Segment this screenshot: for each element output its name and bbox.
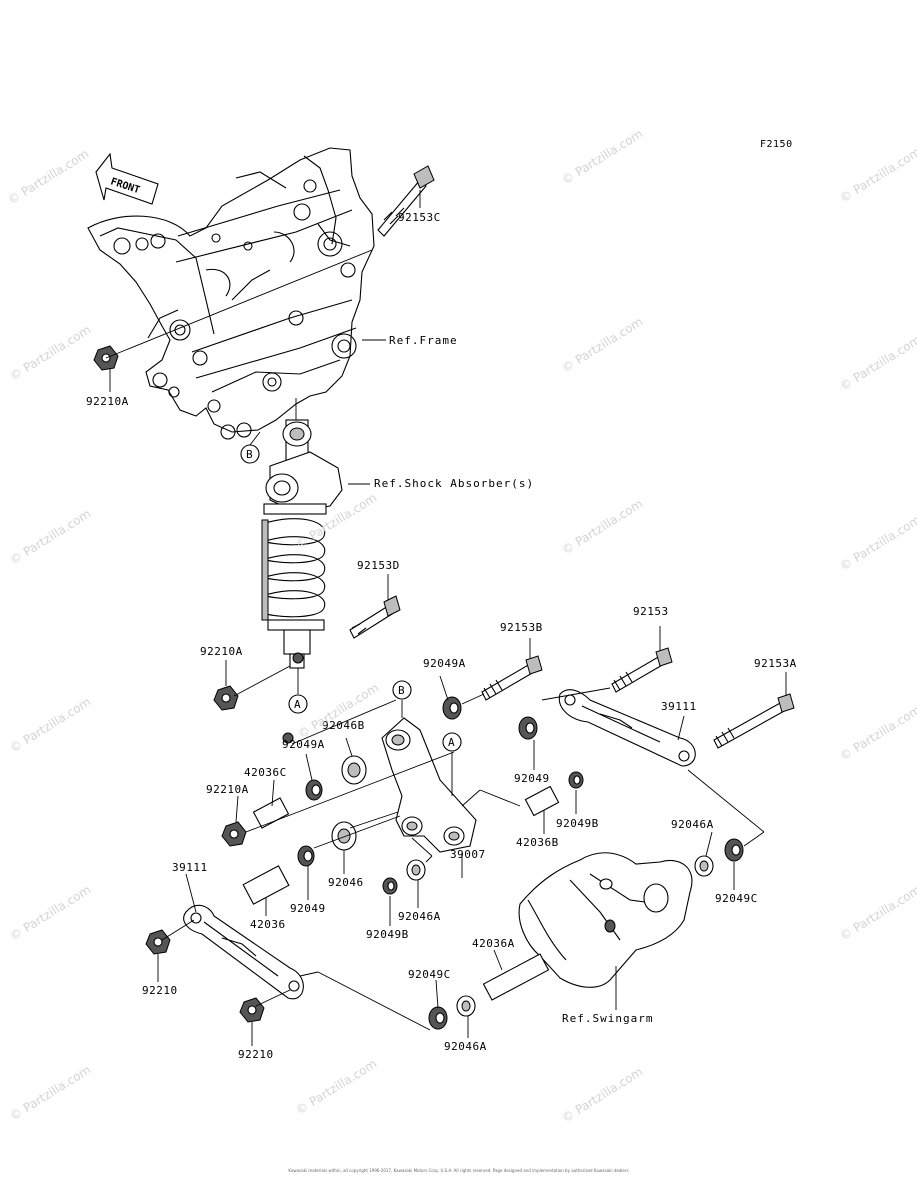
nut-92210-upper: [145, 929, 171, 955]
bushing-92046B: [341, 755, 367, 785]
tie-rod-39111-right: [558, 689, 696, 767]
callout-a-shock-text: A: [294, 698, 301, 711]
part-label-92049-left: 92049: [290, 902, 326, 915]
washer-92049C-low: [428, 1006, 448, 1030]
part-label-42036B: 42036B: [516, 836, 559, 849]
washer-92049-left: [297, 845, 315, 867]
part-label-92046A-low: 92046A: [444, 1040, 487, 1053]
part-label-92046A-mid: 92046A: [398, 910, 441, 923]
bushing-92046A-right: [694, 855, 714, 877]
nut-92210A-mid: [213, 685, 239, 711]
part-label-92046: 92046: [328, 876, 364, 889]
part-label-92049B-right: 92049B: [556, 817, 599, 830]
nut-92210-lower: [239, 997, 265, 1023]
part-label-92210-upper: 92210: [142, 984, 178, 997]
part-label-92049-right: 92049: [514, 772, 550, 785]
part-label-42036A: 42036A: [472, 937, 515, 950]
collar-42036A: [482, 953, 550, 1001]
washer-92049B-right: [568, 771, 584, 789]
part-label-39007: 39007: [450, 848, 486, 861]
nut-small-top: [282, 732, 294, 744]
callout-b-rocker: B: [392, 680, 412, 700]
washer-92049C-right: [724, 838, 744, 862]
washer-92049A-top: [442, 696, 462, 720]
bolt-92153: [611, 647, 673, 693]
bushing-92046A-low: [456, 995, 476, 1017]
part-label-92153B: 92153B: [500, 621, 543, 634]
part-label-39111-left: 39111: [172, 861, 208, 874]
part-label-92210-lower: 92210: [238, 1048, 274, 1061]
part-label-42036C: 42036C: [244, 766, 287, 779]
copyright-footer: Kawasaki materials within, all copyright…: [288, 1168, 629, 1173]
callout-a-rocker-text: A: [448, 736, 455, 749]
callout-b-frame: B: [240, 444, 260, 464]
part-label-92210A-low: 92210A: [206, 783, 249, 796]
part-label-92046B: 92046B: [322, 719, 365, 732]
callout-b-frame-text: B: [246, 448, 253, 461]
frame-section: [87, 147, 375, 440]
washer-92049A-left: [305, 779, 323, 801]
part-label-92153A: 92153A: [754, 657, 797, 670]
ref-swingarm-label: Ref.Swingarm: [562, 1012, 654, 1025]
swingarm-section: [518, 852, 693, 988]
part-label-92049C-right: 92049C: [715, 892, 758, 905]
callout-a-shock: A: [288, 694, 308, 714]
part-label-92153C: 92153C: [398, 211, 441, 224]
nut-92210A-low: [221, 821, 247, 847]
bushing-92046: [331, 821, 357, 851]
callout-b-rocker-text: B: [398, 684, 405, 697]
figure-id: F2150: [760, 139, 793, 150]
washer-92049B-mid: [382, 877, 398, 895]
shock-absorber: [261, 419, 343, 669]
leader-lines: [105, 190, 787, 1046]
ref-frame-label: Ref.Frame: [389, 334, 458, 347]
part-label-92049B-mid: 92049B: [366, 928, 409, 941]
part-label-92049A-left: 92049A: [282, 738, 325, 751]
ref-shock-label: Ref.Shock Absorber(s): [374, 477, 535, 490]
washer-92049-right: [518, 716, 538, 740]
rocker-arm-39007: [381, 717, 477, 853]
part-label-92210A-top: 92210A: [86, 395, 129, 408]
part-label-39111-right: 39111: [661, 700, 697, 713]
bolt-92153C: [377, 165, 435, 237]
bushing-92046A-mid: [406, 859, 426, 881]
callout-a-rocker: A: [442, 732, 462, 752]
part-label-92046A-right: 92046A: [671, 818, 714, 831]
front-arrow-icon: FRONT: [95, 152, 159, 205]
collar-42036C: [252, 797, 290, 829]
bolt-92153B: [481, 655, 543, 701]
collar-42036: [242, 865, 290, 905]
part-label-92210A-mid: 92210A: [200, 645, 243, 658]
bolt-92153D: [349, 595, 401, 639]
bolt-92153A: [713, 693, 795, 749]
part-label-92049C-low: 92049C: [408, 968, 451, 981]
part-label-92153: 92153: [633, 605, 669, 618]
collar-42036B: [524, 785, 560, 817]
part-label-92153D: 92153D: [357, 559, 400, 572]
part-label-42036: 42036: [250, 918, 286, 931]
part-label-92049A-top: 92049A: [423, 657, 466, 670]
